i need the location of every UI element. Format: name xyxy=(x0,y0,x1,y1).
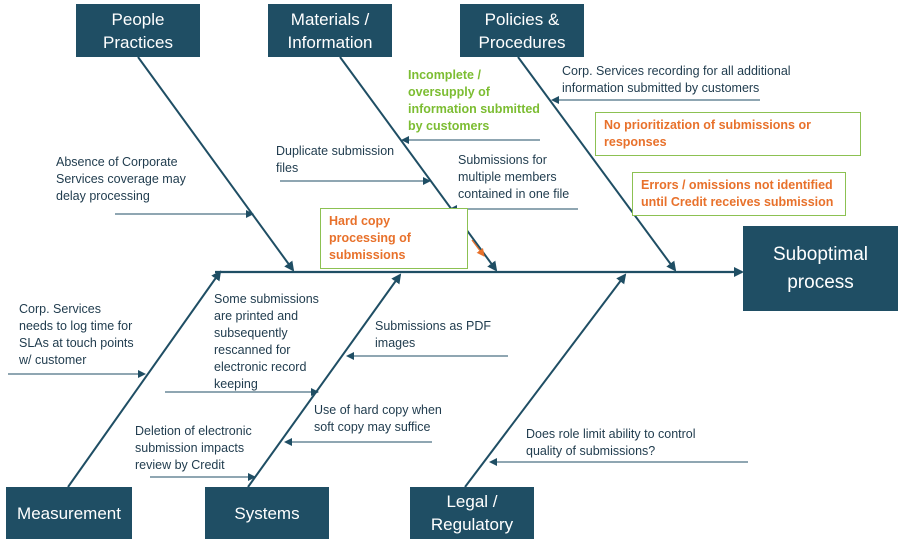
bone-policies xyxy=(517,56,677,272)
cause-role-limit: Does role limit ability to control quali… xyxy=(526,427,696,458)
cause-deletion-electronic: Deletion of electronic submission impact… xyxy=(135,424,252,472)
bone-measurement xyxy=(67,270,222,488)
category-measurement: Measurement xyxy=(6,487,132,539)
cause-hard-copy-processing: Hard copy processing of submissions xyxy=(320,208,468,269)
category-legal-regulatory: Legal / Regulatory xyxy=(410,487,534,539)
category-materials-information: Materials / Information xyxy=(268,4,392,57)
cause-errors-omissions: Errors / omissions not identified until … xyxy=(632,172,846,216)
cause-arrow-hardcopy xyxy=(471,239,485,257)
cause-incomplete-info: Incomplete / oversupply of information s… xyxy=(408,68,540,133)
cause-multiple-members: Submissions for multiple members contain… xyxy=(458,153,570,201)
category-people-practices: People Practices xyxy=(76,4,200,57)
cause-absence-coverage: Absence of Corporate Services coverage m… xyxy=(56,155,186,203)
cause-log-time: Corp. Services needs to log time for SLA… xyxy=(19,302,134,367)
cause-pdf-images: Submissions as PDF images xyxy=(375,319,492,350)
bone-systems xyxy=(247,273,402,488)
cause-hard-copy-soft: Use of hard copy when soft copy may suff… xyxy=(314,403,442,434)
cause-duplicate-files: Duplicate submission files xyxy=(276,144,395,175)
bone-people xyxy=(137,56,295,272)
cause-no-prioritization: No prioritization of submissions or resp… xyxy=(595,112,861,156)
category-systems: Systems xyxy=(205,487,329,539)
effect-box: Suboptimal process xyxy=(743,226,898,311)
cause-corp-recording: Corp. Services recording for all additio… xyxy=(562,64,791,95)
category-policies-procedures: Policies & Procedures xyxy=(460,4,584,57)
bone-materials xyxy=(339,56,498,272)
bone-legal xyxy=(464,273,627,488)
cause-printed-rescanned: Some submissions are printed and subsequ… xyxy=(214,292,319,391)
